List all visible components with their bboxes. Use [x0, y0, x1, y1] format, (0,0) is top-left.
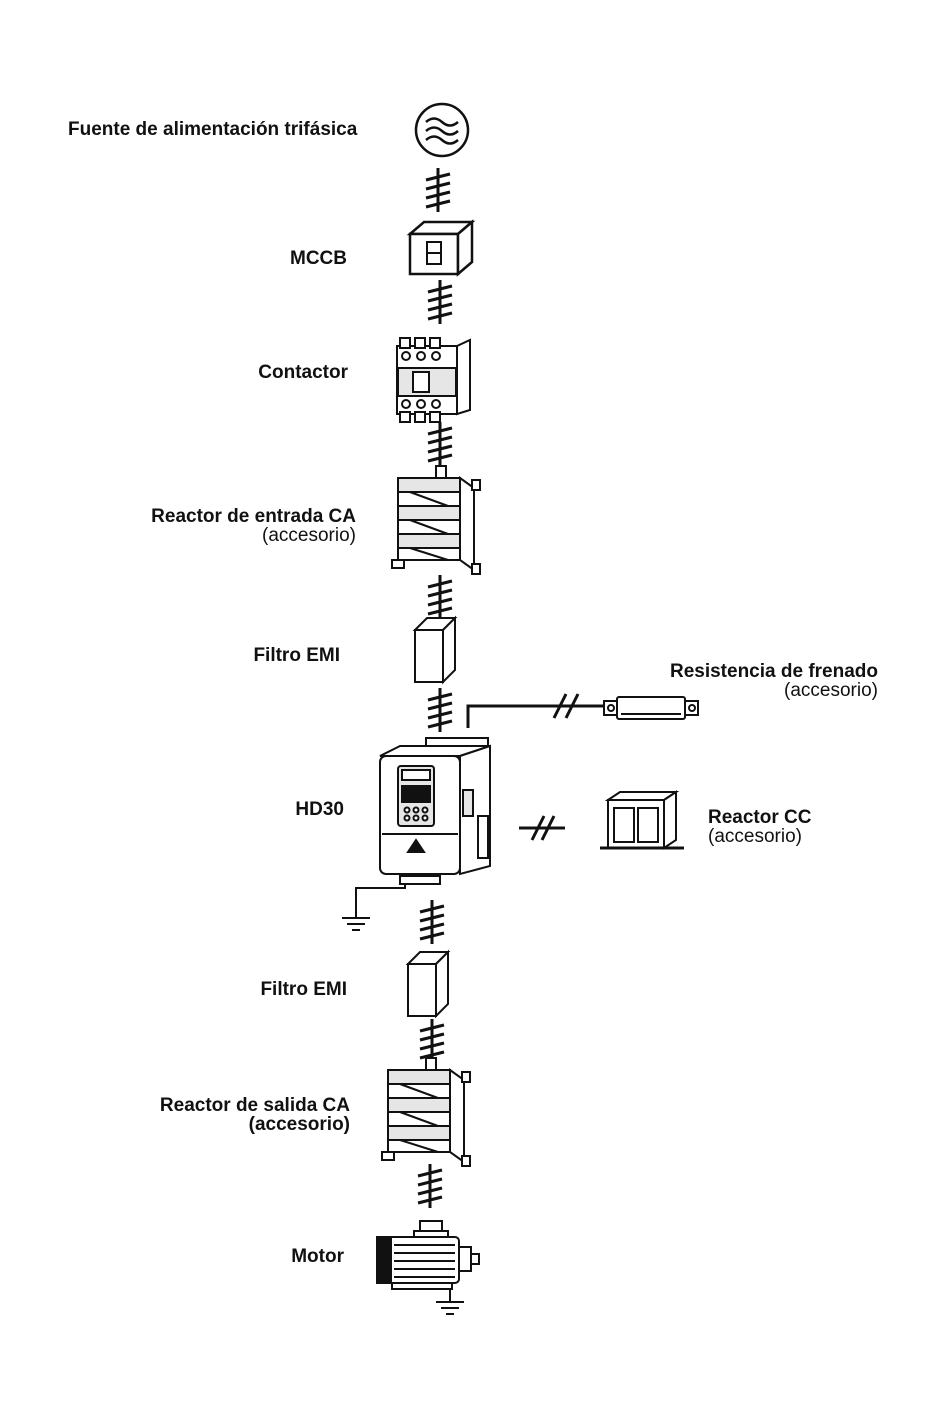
dc-reactor-label: Reactor CC [708, 808, 811, 828]
contactor-icon [397, 338, 470, 422]
contactor-label: Contactor [258, 363, 348, 383]
mccb-icon [410, 222, 472, 274]
dc-reactor-icon [600, 792, 684, 848]
drive-label: HD30 [295, 800, 344, 820]
brake-resistor-wire [468, 694, 604, 728]
inverter-ground-wire [356, 884, 405, 918]
ac-source-icon [416, 104, 468, 156]
braking-resistor-label: Resistencia de frenado [670, 662, 878, 682]
braking-resistor-note: (accesorio) [784, 681, 878, 701]
three-phase-wire-icon [420, 900, 444, 944]
output-reactor-label: Reactor de salida CA [160, 1096, 350, 1116]
emi-filter-1-label: Filtro EMI [253, 646, 340, 666]
emi-filter-icon [408, 952, 448, 1016]
input-reactor-label: Reactor de entrada CA [151, 507, 356, 527]
motor-icon [377, 1221, 479, 1289]
reactor-icon [382, 1058, 470, 1166]
inverter-icon [380, 738, 490, 884]
three-phase-wire-icon [428, 280, 452, 324]
ground-icon [342, 918, 370, 930]
ground-icon [436, 1302, 464, 1314]
power-source-label: Fuente de alimentación trifásica [68, 120, 357, 140]
three-phase-wire-icon [420, 1019, 444, 1063]
output-reactor-note: (accesorio) [249, 1115, 350, 1135]
three-phase-wire-icon [428, 422, 452, 466]
three-phase-wire-icon [428, 688, 452, 732]
three-phase-wire-icon [418, 1164, 442, 1208]
reactor-icon [392, 466, 480, 574]
mccb-label: MCCB [290, 249, 347, 269]
emi-filter-2-label: Filtro EMI [260, 980, 347, 1000]
input-reactor-note: (accesorio) [262, 526, 356, 546]
three-phase-wire-icon [428, 575, 452, 619]
three-phase-wire-icon [426, 168, 450, 212]
dc-reactor-note: (accesorio) [708, 827, 802, 847]
dc-reactor-wire [519, 816, 565, 840]
motor-label: Motor [291, 1247, 344, 1267]
emi-filter-icon [415, 618, 455, 682]
brake-resistor-icon [604, 697, 698, 719]
